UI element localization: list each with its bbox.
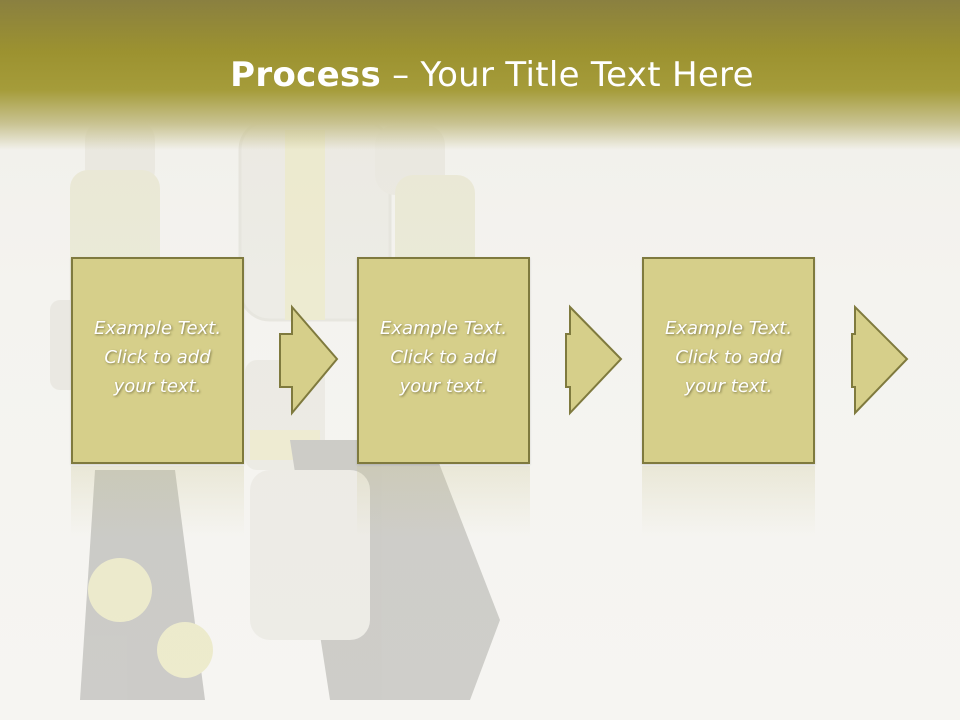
step-2-reflection [357,466,530,536]
process-step-3[interactable]: Example Text. Click to add your text. [642,257,815,464]
process-step-2[interactable]: Example Text. Click to add your text. [357,257,530,464]
step-3-arrow-icon [851,304,909,416]
step-2-arrow-icon [565,304,623,416]
step-3-text: Example Text. Click to add your text. [664,318,793,397]
process-step-1[interactable]: Example Text. Click to add your text. [71,257,244,464]
step-3-reflection [642,466,815,536]
step-1-arrow-icon [279,304,339,416]
slide-title[interactable]: Process – Your Title Text Here [0,55,960,95]
title-rest: – Your Title Text Here [381,55,754,95]
step-1-text: Example Text. Click to add your text. [93,318,222,397]
step-1-reflection [71,466,244,536]
title-bold: Process [230,55,382,95]
title-banner [0,0,960,150]
step-2-text: Example Text. Click to add your text. [379,318,508,397]
